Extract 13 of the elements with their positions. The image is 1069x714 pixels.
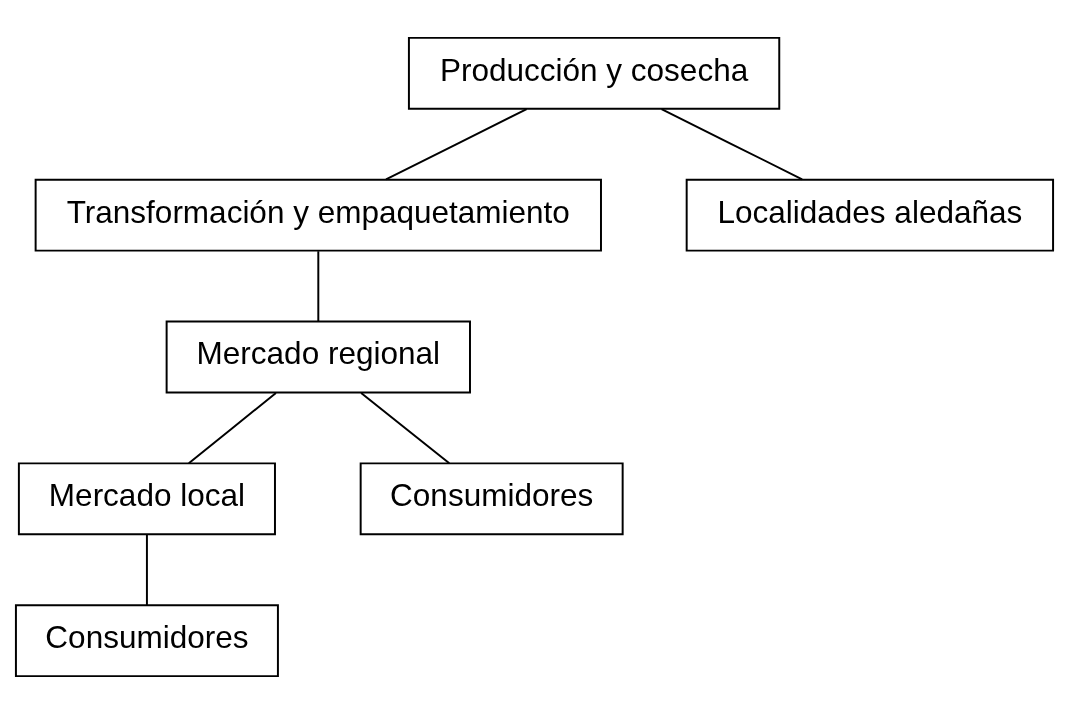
connector: [317, 250, 320, 323]
node-box: Transformación y empaquetamiento: [34, 178, 602, 252]
node-box: Producción y cosecha: [407, 36, 781, 110]
connector: [145, 533, 148, 606]
node-box: Localidades aledañas: [685, 178, 1055, 252]
node-box: Mercado local: [17, 462, 276, 536]
connector: [385, 108, 528, 181]
connector: [187, 392, 277, 465]
node-box: Consumidores: [14, 604, 279, 678]
node-box: Mercado regional: [165, 320, 471, 394]
node-box: Consumidores: [359, 462, 624, 536]
connector: [660, 108, 804, 181]
connector: [360, 392, 451, 465]
